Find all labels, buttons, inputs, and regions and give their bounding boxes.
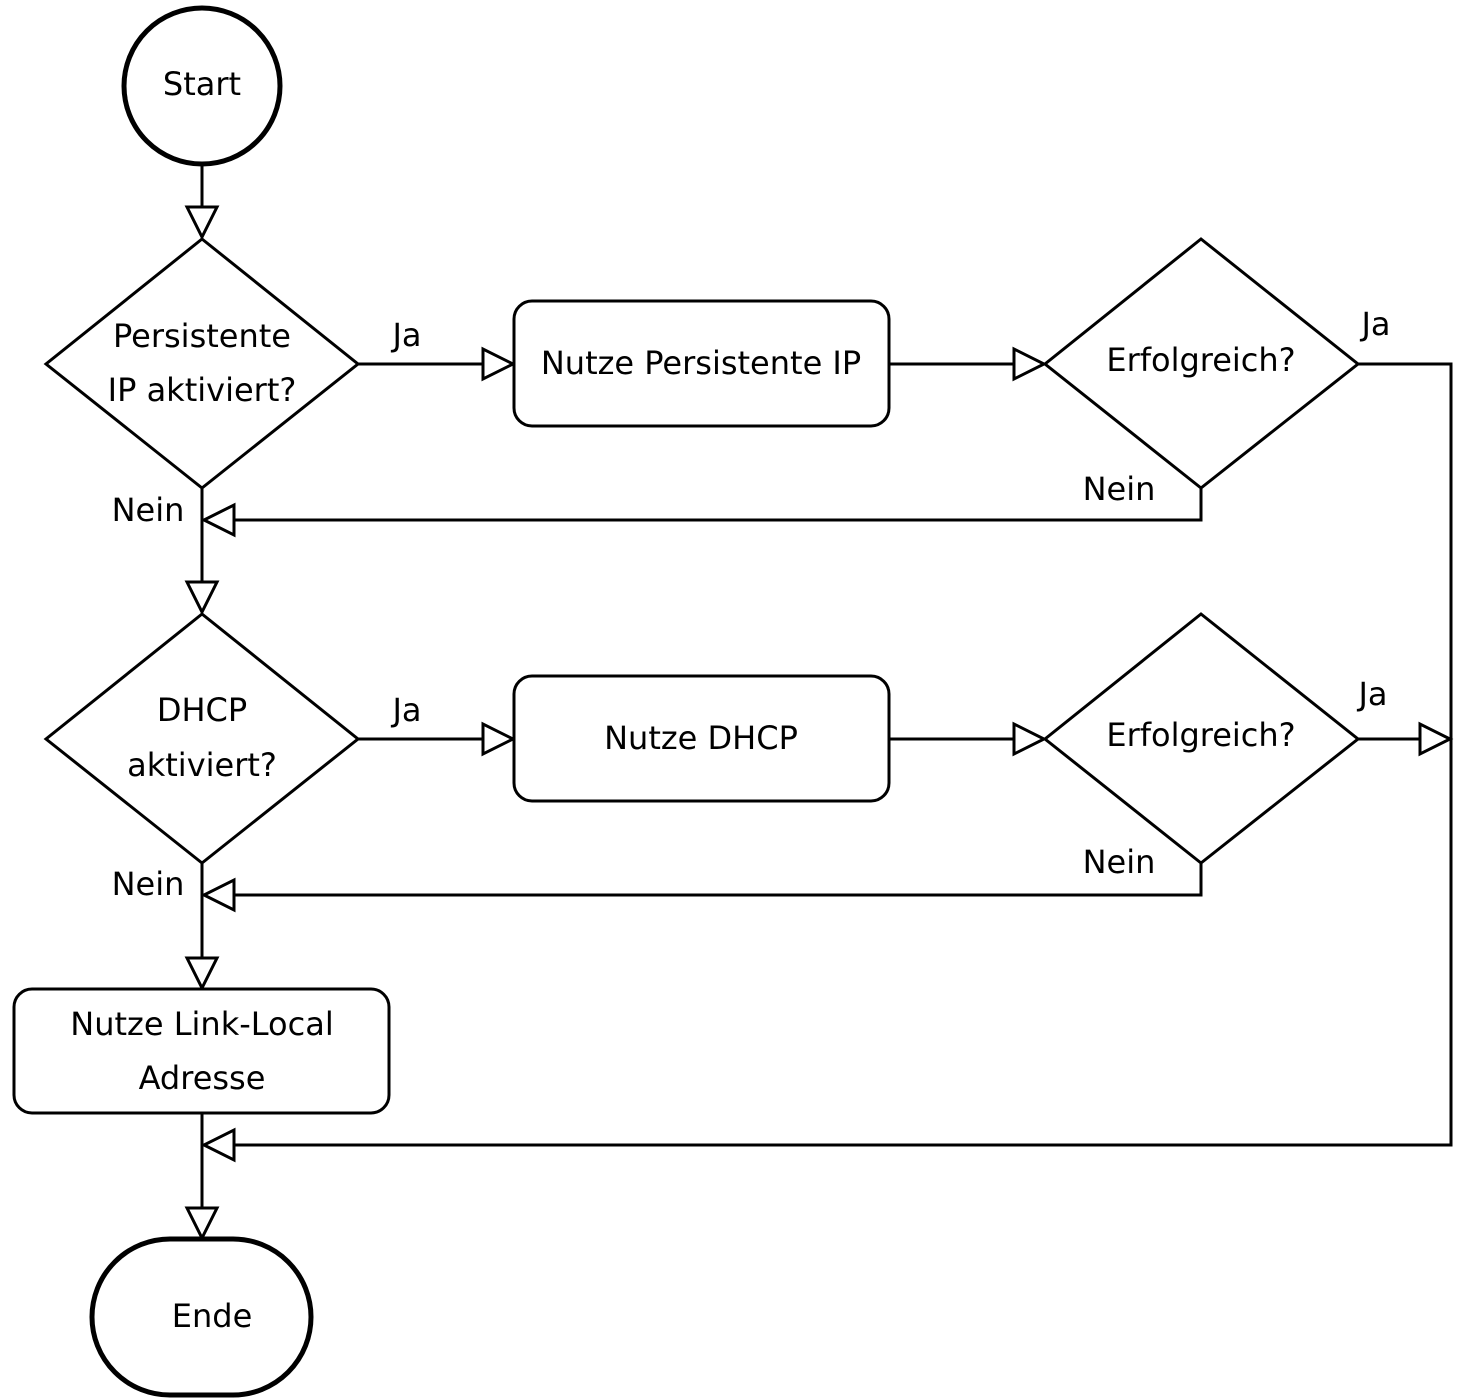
edge-label-no: Nein (112, 865, 185, 903)
process-persistent-ip: Nutze Persistente IP (512, 299, 891, 428)
arrowhead-right-icon (481, 721, 517, 757)
arrowhead-down-icon (184, 205, 220, 241)
decision-dhcp-line1: DHCP (157, 691, 247, 729)
edge-label-yes: Ja (1356, 675, 1387, 713)
edge-label-yes: Ja (390, 691, 421, 729)
arrowhead-left-icon (200, 502, 236, 538)
start-label: Start (163, 65, 241, 103)
connectors (200, 163, 1453, 1208)
decision-success-1: Erfolgreich? (1042, 237, 1361, 490)
decision-success-2: Erfolgreich? (1042, 612, 1361, 865)
process-dhcp-label: Nutze DHCP (604, 719, 798, 757)
arrowheads (184, 205, 1454, 1242)
process-link-local-line1: Nutze Link-Local (70, 1005, 333, 1043)
decision-persistent-ip-line1: Persistente (113, 317, 291, 355)
arrowhead-down-icon (184, 580, 220, 616)
decision-success-2-label: Erfolgreich? (1106, 716, 1295, 754)
decision-success-1-label: Erfolgreich? (1106, 341, 1295, 379)
process-link-local: Nutze Link-Local Adresse (12, 987, 391, 1115)
arrowhead-down-icon (184, 1206, 220, 1242)
edge-s1-no (234, 488, 1203, 522)
arrowhead-right-icon (1012, 346, 1048, 382)
edge-label-no: Nein (1083, 470, 1156, 508)
start-node: Start (121, 5, 283, 167)
end-label: Ende (172, 1297, 253, 1335)
edge-label-yes: Ja (390, 316, 421, 354)
edge-label-no: Nein (1083, 843, 1156, 881)
arrowhead-right-icon (481, 346, 517, 382)
end-node: Ende (89, 1236, 314, 1398)
edge-s1-yes-merge (234, 362, 1453, 1147)
edge-label-no: Nein (112, 491, 185, 529)
process-dhcp: Nutze DHCP (512, 674, 891, 803)
process-persistent-ip-label: Nutze Persistente IP (541, 344, 861, 382)
decision-dhcp-line2: aktiviert? (127, 746, 277, 784)
process-link-local-line2: Adresse (139, 1059, 266, 1097)
decision-persistent-ip-line2: IP aktiviert? (108, 371, 297, 409)
arrowhead-left-icon (200, 1127, 236, 1163)
decision-persistent-ip: Persistente IP aktiviert? (43, 237, 361, 490)
edge-labels: Ja Nein Ja Nein Ja Nein Ja Nein (112, 305, 1391, 903)
arrowhead-left-icon (200, 877, 236, 913)
arrowhead-down-icon (184, 956, 220, 992)
edge-label-yes: Ja (1359, 305, 1390, 343)
arrowhead-right-icon (1418, 721, 1454, 757)
edge-s2-no (234, 863, 1203, 897)
decision-dhcp: DHCP aktiviert? (43, 612, 361, 865)
arrowhead-right-icon (1012, 721, 1048, 757)
